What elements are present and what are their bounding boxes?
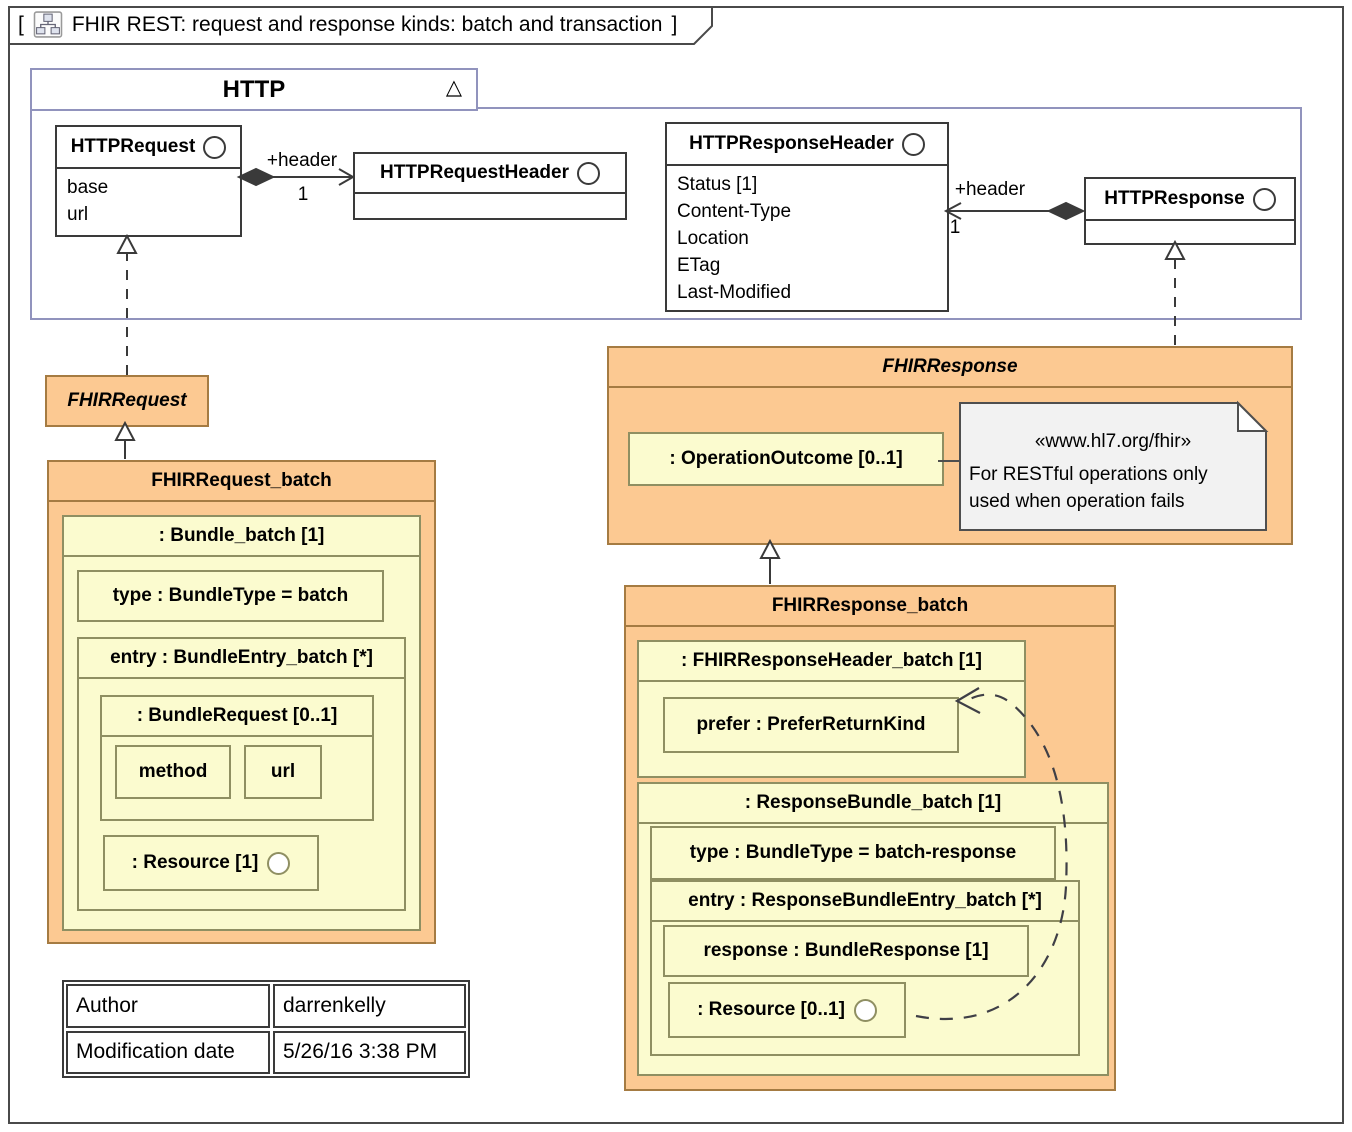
part-url[interactable]: url xyxy=(244,745,322,799)
part-response-resource[interactable]: : Resource [0..1] xyxy=(668,982,906,1038)
package-http-name: HTTP xyxy=(222,75,286,103)
class-httpresponseheader[interactable]: HTTPResponseHeader Status [1] Content-Ty… xyxy=(665,122,949,312)
interface-ball-icon xyxy=(577,161,600,185)
class-httprequest[interactable]: HTTPRequest base url xyxy=(55,125,242,237)
class-httprequestheader[interactable]: HTTPRequestHeader xyxy=(353,152,627,220)
part-bundle-request-label: : BundleRequest [0..1] xyxy=(102,697,372,737)
diagram-title-text: FHIR REST: request and response kinds: b… xyxy=(71,12,663,36)
interface-ball-icon xyxy=(203,135,227,159)
part-operationoutcome-label: : OperationOutcome [0..1] xyxy=(669,448,903,469)
bracket-close: ] xyxy=(671,12,678,36)
note-line: used when operation fails xyxy=(969,491,1185,512)
assoc-multiplicity-label: 1 xyxy=(949,217,961,238)
attribute: Last-Modified xyxy=(677,282,792,303)
attribute: base xyxy=(67,177,109,198)
bracket-open: [ xyxy=(18,12,24,36)
assoc-role-label: +header xyxy=(954,179,1026,200)
part-url-label: url xyxy=(270,761,296,782)
metadata-key: Author xyxy=(66,984,270,1028)
part-bundle-batch-label: : Bundle_batch [1] xyxy=(64,517,419,557)
part-bundle-entry-label: entry : BundleEntry_batch [*] xyxy=(79,639,404,679)
part-responsebundle-entry-label: entry : ResponseBundleEntry_batch [*] xyxy=(652,882,1078,922)
collapse-triangle-icon[interactable]: △ xyxy=(445,76,462,99)
part-bundleresponse[interactable]: response : BundleResponse [1] xyxy=(663,925,1029,977)
class-httpresponse[interactable]: HTTPResponse xyxy=(1084,177,1296,245)
assoc-role-label: +header xyxy=(266,150,338,171)
class-fhirrequest-name: FHIRRequest xyxy=(67,390,187,411)
diagram-kind-icon xyxy=(33,11,63,38)
part-resource-label: : Resource [1] xyxy=(131,852,259,873)
note-line: For RESTful operations only xyxy=(969,464,1208,485)
part-resource[interactable]: : Resource [1] xyxy=(103,835,319,891)
note-text: «www.hl7.org/fhir» For RESTful operation… xyxy=(960,403,1266,530)
assoc-multiplicity-label: 1 xyxy=(297,184,309,205)
attribute: Location xyxy=(677,228,749,249)
note-stereotype: «www.hl7.org/fhir» xyxy=(1034,431,1192,452)
part-fhirresponseheader-batch-label: : FHIRResponseHeader_batch [1] xyxy=(639,642,1024,682)
class-httprequestheader-name: HTTPRequestHeader xyxy=(380,162,569,183)
part-method-label: method xyxy=(138,761,208,782)
class-fhirrequest[interactable]: FHIRRequest xyxy=(45,375,209,427)
package-http-tab[interactable]: HTTP △ xyxy=(30,68,478,111)
class-httpresponse-name: HTTPResponse xyxy=(1104,188,1245,209)
part-bundle-type[interactable]: type : BundleType = batch xyxy=(77,570,384,622)
interface-ball-icon xyxy=(853,998,877,1022)
class-fhirresponse-batch-name: FHIRResponse_batch xyxy=(626,587,1114,627)
part-operationoutcome[interactable]: : OperationOutcome [0..1] xyxy=(628,432,944,486)
class-fhirresponse-name: FHIRResponse xyxy=(609,348,1291,388)
part-responsebundle-type-label: type : BundleType = batch-response xyxy=(689,842,1017,863)
part-prefer-label: prefer : PreferReturnKind xyxy=(696,714,926,735)
diagram-title: [ FHIR REST: request and response kinds:… xyxy=(18,11,677,38)
part-method[interactable]: method xyxy=(115,745,231,799)
part-responsebundle-type[interactable]: type : BundleType = batch-response xyxy=(650,826,1056,880)
class-fhirrequest-batch-name: FHIRRequest_batch xyxy=(49,462,434,502)
attribute: Content-Type xyxy=(677,201,792,222)
part-responsebundle-batch-label: : ResponseBundle_batch [1] xyxy=(639,784,1107,824)
class-httpresponseheader-name: HTTPResponseHeader xyxy=(689,133,894,154)
interface-ball-icon xyxy=(901,132,925,156)
metadata-value: darrenkelly xyxy=(273,984,466,1028)
class-httprequest-name: HTTPRequest xyxy=(70,136,196,157)
attribute: Status [1] xyxy=(677,174,758,195)
metadata-key: Modification date xyxy=(66,1030,270,1074)
metadata-value: 5/26/16 3:38 PM xyxy=(273,1030,466,1074)
part-response-resource-label: : Resource [0..1] xyxy=(697,999,845,1020)
interface-ball-icon xyxy=(1252,187,1276,211)
attribute: ETag xyxy=(677,255,721,276)
part-bundleresponse-label: response : BundleResponse [1] xyxy=(703,940,989,961)
diagram-metadata-table: Author darrenkelly Modification date 5/2… xyxy=(62,980,470,1078)
attribute: url xyxy=(67,204,89,225)
part-bundle-type-label: type : BundleType = batch xyxy=(112,585,349,606)
interface-ball-icon xyxy=(267,851,291,875)
part-prefer[interactable]: prefer : PreferReturnKind xyxy=(663,697,959,753)
